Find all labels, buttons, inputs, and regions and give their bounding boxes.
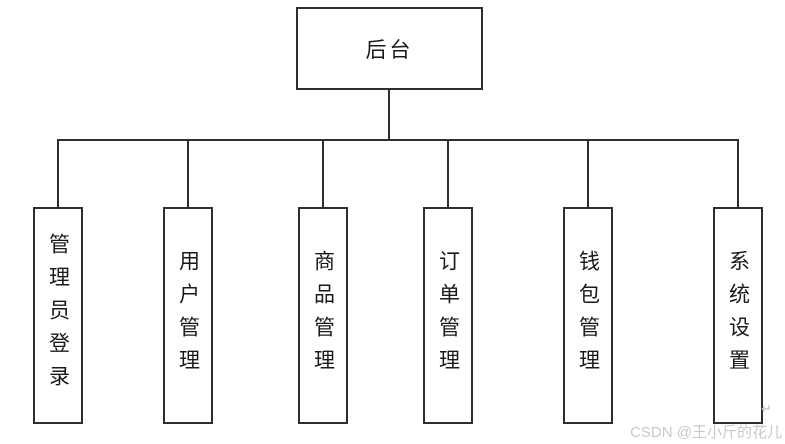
child-node-system-settings: 系统设置 [713, 207, 763, 424]
connector-drop-2 [187, 139, 189, 207]
child-node-label: 系统设置 [726, 249, 750, 382]
child-node-user-management: 用户管理 [163, 207, 213, 424]
connector-drop-5 [587, 139, 589, 207]
return-mark-icon: ↵ [761, 401, 772, 416]
connector-trunk [388, 90, 390, 141]
connector-drop-4 [447, 139, 449, 207]
child-node-label: 管理员登录 [46, 233, 70, 398]
child-node-label: 用户管理 [176, 249, 200, 382]
child-node-label: 商品管理 [311, 249, 335, 382]
child-node-label: 钱包管理 [576, 249, 600, 382]
connector-drop-3 [322, 139, 324, 207]
root-node-backend: 后台 [296, 7, 483, 90]
connector-drop-1 [57, 139, 59, 207]
child-node-order-management: 订单管理 [423, 207, 473, 424]
connector-drop-6 [737, 139, 739, 207]
connector-bus [57, 139, 739, 141]
child-node-wallet-management: 钱包管理 [563, 207, 613, 424]
child-node-product-management: 商品管理 [298, 207, 348, 424]
watermark-text: CSDN @王小斤的花儿 [630, 424, 782, 441]
root-node-label: 后台 [365, 38, 414, 62]
child-node-admin-login: 管理员登录 [33, 207, 83, 424]
child-node-label: 订单管理 [436, 249, 460, 382]
